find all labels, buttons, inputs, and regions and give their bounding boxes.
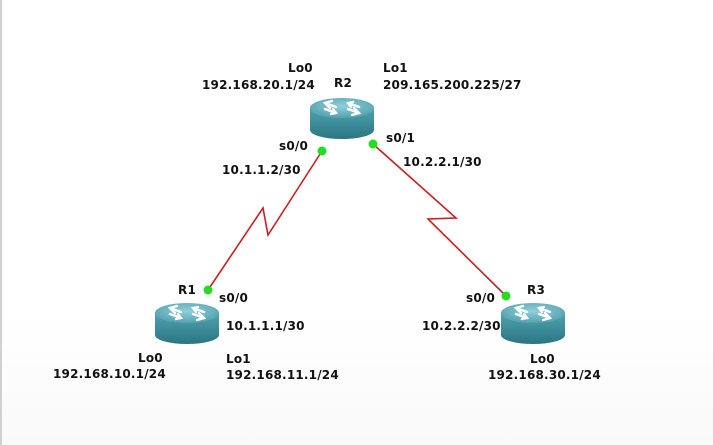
router-r1[interactable] bbox=[153, 301, 221, 346]
r3-lo0-label: Lo0 bbox=[530, 352, 555, 366]
router-r2[interactable] bbox=[308, 96, 376, 141]
serial-link-r1-r2[interactable] bbox=[207, 150, 323, 291]
router-r3-name: R3 bbox=[527, 283, 545, 297]
r1-s0-0-ip: 10.1.1.1/30 bbox=[226, 319, 305, 333]
r3-s0-0-label: s0/0 bbox=[466, 291, 496, 305]
router-r2-name: R2 bbox=[334, 76, 352, 90]
port-status-r2-s0-1 bbox=[368, 139, 378, 149]
r2-s0-0-ip: 10.1.1.2/30 bbox=[222, 163, 301, 177]
router-r3[interactable] bbox=[499, 301, 567, 346]
r1-lo0-label: Lo0 bbox=[138, 351, 163, 365]
r2-lo0-ip: 192.168.20.1/24 bbox=[202, 78, 315, 92]
r1-lo0-ip: 192.168.10.1/24 bbox=[53, 367, 166, 381]
port-status-r3-s0-0 bbox=[501, 291, 511, 301]
r3-s0-0-ip: 10.2.2.2/30 bbox=[422, 319, 501, 333]
serial-link-r2-r3[interactable] bbox=[372, 143, 507, 297]
r3-lo0-ip: 192.168.30.1/24 bbox=[488, 368, 601, 382]
r1-lo1-ip: 192.168.11.1/24 bbox=[226, 368, 339, 382]
r2-s0-1-ip: 10.2.2.1/30 bbox=[403, 155, 482, 169]
r2-s0-1-label: s0/1 bbox=[386, 131, 416, 145]
r2-lo1-ip: 209.165.200.225/27 bbox=[383, 78, 522, 92]
port-status-r2-s0-0 bbox=[317, 146, 327, 156]
router-icon bbox=[308, 96, 376, 141]
r1-lo1-label: Lo1 bbox=[226, 352, 251, 366]
canvas-border bbox=[0, 0, 2, 445]
r2-lo1-label: Lo1 bbox=[383, 61, 408, 75]
port-status-r1-s0-0 bbox=[203, 285, 213, 295]
r2-s0-0-label: s0/0 bbox=[279, 139, 309, 153]
router-icon bbox=[499, 301, 567, 346]
router-r1-name: R1 bbox=[178, 283, 196, 297]
r1-s0-0-label: s0/0 bbox=[219, 291, 249, 305]
r2-lo0-label: Lo0 bbox=[288, 61, 313, 75]
router-icon bbox=[153, 301, 221, 346]
